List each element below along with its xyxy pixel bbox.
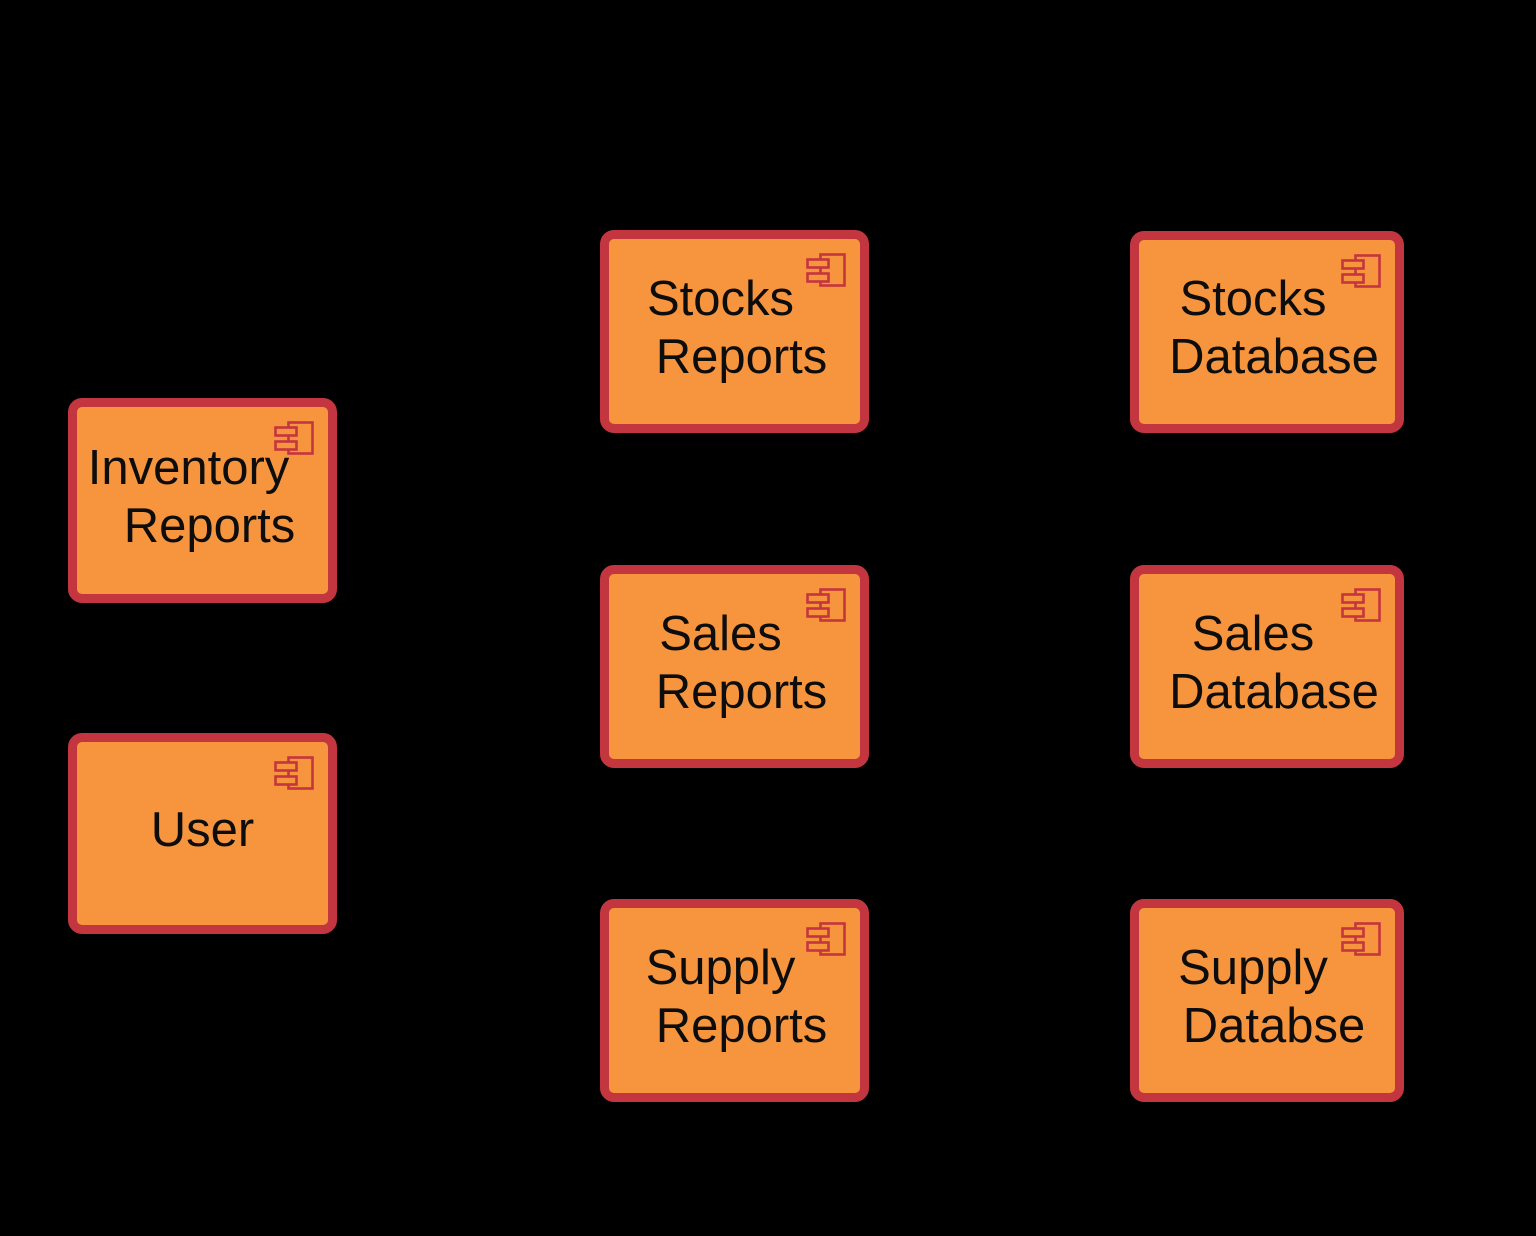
component-label-line: Supply <box>1178 940 1328 995</box>
component-label-line: Sales <box>659 606 782 661</box>
component-label-line: Stocks <box>1179 272 1327 326</box>
component-label-line: Databse <box>1182 998 1366 1053</box>
component-label-line: Database <box>1169 664 1379 719</box>
component-label-line: Database <box>1169 330 1379 384</box>
component-node-user: User <box>68 733 337 934</box>
uml-component-icon <box>1340 252 1382 290</box>
component-label-line: Inventory <box>87 440 290 495</box>
uml-component-icon <box>805 251 847 289</box>
uml-component-icon <box>273 419 315 457</box>
component-label-line: Reports <box>655 664 828 719</box>
component-label-line: Reports <box>655 998 828 1053</box>
component-label-line: Sales <box>1191 606 1315 661</box>
component-label-line: Stocks <box>646 271 795 326</box>
component-label: User <box>151 801 254 859</box>
component-label-line: User <box>150 802 255 857</box>
uml-component-icon <box>1340 586 1382 624</box>
component-label-line: Reports <box>123 498 296 553</box>
uml-component-icon <box>805 586 847 624</box>
component-label-line: Reports <box>655 329 828 384</box>
uml-component-icon <box>273 754 315 792</box>
uml-component-icon <box>1340 920 1382 958</box>
uml-component-icon <box>805 920 847 958</box>
component-label-line: Supply <box>645 940 796 995</box>
